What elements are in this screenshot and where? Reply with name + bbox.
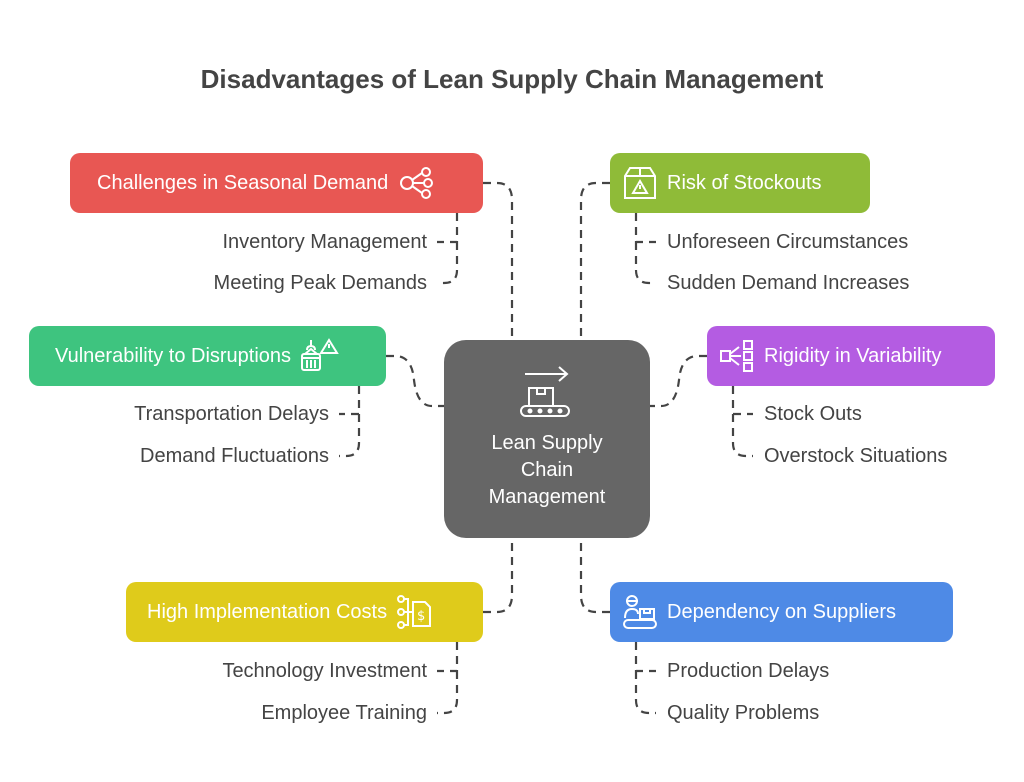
branch-implementation-costs: High Implementation Costs $ [126,582,483,642]
branch-rigidity-variability: Rigidity in Variability [707,326,995,386]
sub-connector [437,642,459,715]
sub-item: Unforeseen Circumstances [667,231,909,253]
connector-suppliers [579,538,610,614]
sub-item: Transportation Delays [134,403,329,425]
connector-disruptions [386,354,444,408]
sub-item: Inventory Management [222,231,427,253]
sub-connector [634,213,656,285]
diagram-title: Disadvantages of Lean Supply Chain Manag… [200,64,824,94]
container-warning-icon [301,338,339,371]
branch-label: High Implementation Costs [147,600,388,623]
branch-label: Rigidity in Variability [764,344,942,367]
connector-rigidity [650,354,707,408]
sub-item: Quality Problems [667,702,820,724]
branch-dependency-suppliers: Dependency on Suppliers [610,582,953,642]
sub-item: Overstock Situations [764,445,948,467]
box-warning-icon [624,167,656,199]
branch-label: Risk of Stockouts [667,171,822,194]
conveyor-box-icon [520,366,570,417]
svg-text:$: $ [417,609,425,624]
flow-distribution-icon [720,340,753,372]
branch-vulnerability-disruptions: Vulnerability to Disruptions [29,326,386,386]
sub-item: Production Delays [667,660,830,682]
sub-connector [437,213,459,285]
sub-item: Meeting Peak Demands [213,272,427,294]
share-nodes-icon [400,167,434,199]
connector-stockouts [579,181,610,340]
central-node: Lean Supply Chain Management [444,340,650,538]
branch-label: Challenges in Seasonal Demand [97,171,389,194]
central-label-line: Chain [520,459,574,481]
branch-risk-of-stockouts: Risk of Stockouts [610,153,870,213]
sub-item: Stock Outs [764,403,862,425]
connector-costs [483,538,514,614]
sub-connector [731,386,753,458]
sub-connector [634,642,656,715]
central-label-line: Lean Supply [491,432,603,454]
worker-conveyor-icon [623,595,657,629]
sub-item: Employee Training [261,702,427,724]
sub-item: Demand Fluctuations [140,445,329,467]
branch-label: Vulnerability to Disruptions [55,344,292,367]
cost-flow-icon: $ [397,595,432,629]
sub-connector [339,386,361,458]
central-label-line: Management [488,486,606,508]
sub-item: Technology Investment [222,660,427,682]
branch-label: Dependency on Suppliers [667,600,897,623]
sub-item: Sudden Demand Increases [667,272,910,294]
connector-seasonal [483,181,514,340]
branch-seasonal-demand: Challenges in Seasonal Demand [70,153,483,213]
